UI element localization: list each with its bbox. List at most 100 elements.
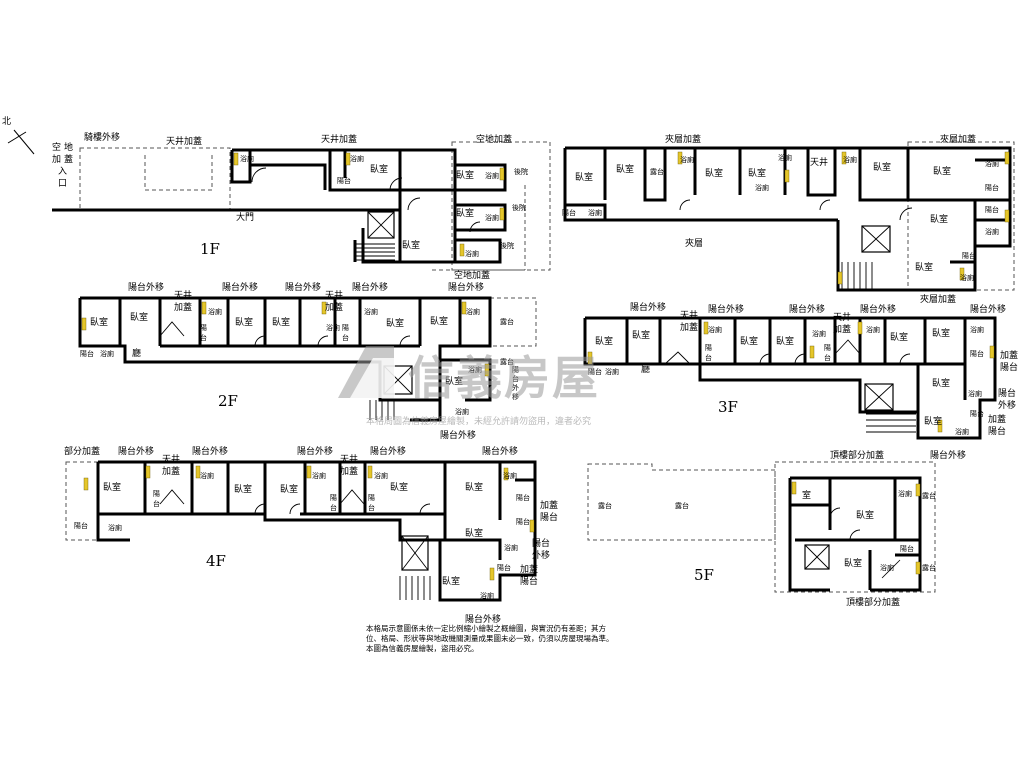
4f-balcony2: 陽台: [516, 493, 530, 502]
2f-bath5: 浴廁: [468, 365, 482, 374]
3f-ext2: 陽台外移: [708, 303, 744, 315]
4f-bedroom6: 臥室: [465, 527, 483, 539]
3f-addbal-b: 陽台: [1000, 361, 1018, 373]
mezz-courtyard: 天井: [810, 156, 828, 168]
3f-bedroom5: 臥室: [890, 331, 908, 343]
1f-gate-label: 大門: [236, 211, 254, 223]
5f-terrace1: 露台: [598, 501, 612, 510]
2f-courtyard-b: 加蓋: [174, 301, 192, 313]
3f-living: 廳: [641, 363, 650, 375]
4f-ext5: 陽台外移: [482, 445, 518, 457]
3f-bedroom8: 臥室: [924, 415, 942, 427]
2f-bedroom2: 臥室: [130, 311, 148, 323]
4f-ext3: 陽台外移: [297, 445, 333, 457]
floor-label-1f: 1F: [200, 240, 220, 258]
watermark: 信義房屋 本格局圖為信義房屋繪製，未經允許請勿盜用，違者必究: [338, 346, 600, 427]
4f-bal-v1: 陽: [153, 489, 160, 498]
1f-bedroom3-label: 臥室: [456, 207, 474, 219]
mezz-bath2: 浴廁: [778, 153, 792, 162]
2f-extv4: 移: [512, 392, 519, 401]
4f-bath1: 浴廁: [200, 471, 214, 480]
2f-ext3: 陽台外移: [285, 281, 321, 293]
2f-ext1: 陽台外移: [128, 281, 164, 293]
3f-bath7: 浴廁: [605, 367, 619, 376]
4f-bath7: 浴廁: [108, 523, 122, 532]
2f-bath1: 浴廁: [208, 307, 222, 316]
mezz-bath1: 浴廁: [680, 155, 694, 164]
2f-bath6: 浴廁: [455, 407, 469, 416]
mezz-add3-label: 夾層加蓋: [920, 293, 956, 305]
2f-living: 廳: [132, 347, 141, 359]
mezz-terrace: 露台: [650, 167, 664, 176]
mezz-bedroom8: 臥室: [915, 261, 933, 273]
watermark-brand: 信義房屋: [408, 351, 600, 405]
floor-5f: 頂樓部分加蓋 頂樓部分加蓋 露台 露台 露台 露台 室 臥室 臥室 浴廁 浴廁 …: [587, 449, 936, 608]
4f-courtyard2-b: 加蓋: [340, 465, 358, 477]
4f-partial: 部分加蓋: [64, 445, 100, 457]
1f-backyard-label: 後院: [514, 167, 528, 176]
4f-ext-a: 陽台: [532, 537, 550, 549]
2f-bedroom1: 臥室: [90, 316, 108, 328]
4f-bal-v5: 陽: [368, 493, 375, 502]
1f-vacant2-label: 空地加蓋: [454, 269, 490, 281]
3f-bal-v3: 陽: [824, 343, 831, 352]
3f-courtyard2-b: 加蓋: [833, 323, 851, 335]
1f-bath4-label: 浴廁: [485, 213, 499, 222]
1f-balcony-label: 陽台: [337, 176, 351, 185]
1f-courtyard-label: 天井加蓋: [166, 135, 202, 147]
2f-bath7: 浴廁: [100, 349, 114, 358]
3f-bath3: 浴廁: [866, 325, 880, 334]
4f-bath3: 浴廁: [374, 471, 388, 480]
3f-bedroom3: 臥室: [740, 335, 758, 347]
watermark-notice: 本格局圖為信義房屋繪製，未經允許請勿盜用，違者必究: [366, 415, 591, 427]
compass: 北: [2, 116, 35, 155]
4f-bath6: 浴廁: [480, 591, 494, 600]
4f-bedroom4: 臥室: [390, 481, 408, 493]
3f-addbal-a: 加蓋: [1000, 349, 1018, 361]
floor-mezzanine: 夾層加蓋 夾層加蓋 夾層加蓋 夾層 臥室 臥室 露台 浴廁 臥室 臥室 浴廁 天…: [562, 133, 1015, 305]
disclaimer-line-2: 位、格局、形狀等與地政機關測量成果圖未必一致，仍須以房屋現場為準。: [366, 634, 614, 643]
north-label: 北: [2, 116, 11, 127]
1f-bath-label: 浴廁: [350, 154, 364, 163]
disclaimer-line-1: 本格局示意圖係未依一定比例縮小繪製之概繪圖，與實況仍有差距；其方: [366, 624, 606, 633]
4f-bedroom7: 臥室: [442, 575, 460, 587]
floor-1f: 騎樓外移 天井加蓋 天井加蓋 空地加蓋 空地加蓋 空 地 加 蓋 入 口 大門 …: [52, 131, 551, 281]
3f-bedroom6: 臥室: [932, 327, 950, 339]
1f-bedroom-label: 臥室: [370, 163, 388, 175]
1f-bedroom2-label: 臥室: [456, 169, 474, 181]
mezz-bedroom3: 臥室: [705, 167, 723, 179]
mezz-bedroom1: 臥室: [575, 171, 593, 183]
3f-ext-b: 外移: [998, 399, 1016, 411]
mezz-balcony4: 陽台: [562, 208, 576, 217]
disclaimer-note: 本格局示意圖係未依一定比例縮小繪製之概繪圖，與實況仍有差距；其方 位、格局、形狀…: [366, 624, 666, 654]
mezz-bath6: 浴廁: [960, 273, 974, 282]
3f-add: 加蓋: [988, 413, 1006, 425]
3f-balcony4: 陽台: [988, 425, 1006, 437]
4f-addbal2-a: 加蓋: [520, 563, 538, 575]
3f-courtyard-a: 天井: [680, 309, 698, 321]
2f-terrace2: 露台: [500, 357, 514, 366]
3f-courtyard2-a: 天井: [833, 311, 851, 323]
2f-ext6: 陽台外移: [440, 429, 476, 441]
mezz-bath8: 浴廁: [755, 183, 769, 192]
4f-ext2: 陽台外移: [192, 445, 228, 457]
5f-balcony: 陽台: [900, 544, 914, 553]
4f-balcony1: 陽台: [74, 521, 88, 530]
4f-bath5: 浴廁: [504, 543, 518, 552]
2f-courtyard2-a: 天井: [325, 289, 343, 301]
4f-ext1: 陽台外移: [118, 445, 154, 457]
4f-courtyard2-a: 天井: [340, 453, 358, 465]
mezz-bedroom5: 臥室: [873, 161, 891, 173]
4f-bath2: 浴廁: [312, 471, 326, 480]
4f-addbal2-b: 陽台: [520, 575, 538, 587]
4f-bath4: 浴廁: [503, 471, 517, 480]
1f-backyard2-label: 後院: [512, 203, 526, 212]
mezz-bedroom6: 臥室: [933, 165, 951, 177]
watermark-logo-icon: [338, 346, 395, 398]
4f-addbal-b: 陽台: [540, 511, 558, 523]
1f-entrance-label: 空 地 加 蓋 入 口: [52, 141, 73, 189]
disclaimer-line-3: 本圖為信義房屋繪製，盜用必究。: [366, 644, 479, 653]
4f-bedroom5: 臥室: [465, 481, 483, 493]
4f-bal-v3: 陽: [330, 493, 337, 502]
